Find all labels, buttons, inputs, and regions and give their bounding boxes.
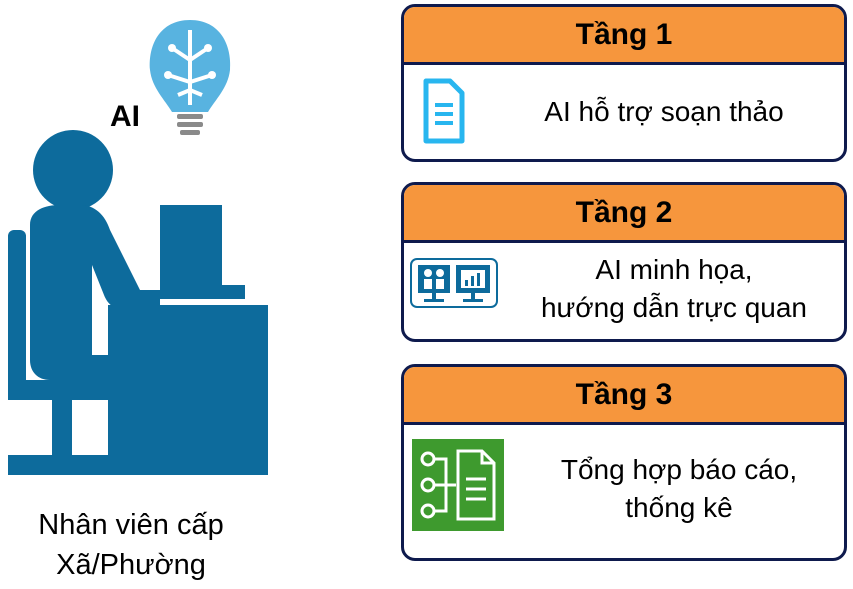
report-flow-icon <box>412 439 504 531</box>
person-illustration: AI Nhân viên cấp Xã/Phường <box>0 0 270 589</box>
tier-2-text-line: hướng dẫn trực quan <box>540 292 807 323</box>
ai-brain-lightbulb-icon <box>149 20 231 135</box>
tier-3-box: Tầng 3 Tổng hợp báo cáo, thống kê <box>401 364 847 561</box>
tier-3-text: Tổng hợp báo cáo, thống kê <box>514 451 844 527</box>
tier-2-text-line: AI minh họa, <box>595 254 753 285</box>
tier-3-text-line: Tổng hợp báo cáo, <box>560 454 798 485</box>
tier-2-box: Tầng 2 AI minh họa, hướng dẫn trực quan <box>401 182 847 342</box>
person-caption: Nhân viên cấp Xã/Phường <box>0 505 262 585</box>
tier-3-title: Tầng 3 <box>404 367 844 425</box>
tier-3-text-line: thống kê <box>625 492 733 523</box>
tier-1-text: AI hỗ trợ soạn thảo <box>544 96 784 127</box>
ai-label: AI <box>110 100 140 133</box>
tier-1-body: AI hỗ trợ soạn thảo <box>404 65 844 159</box>
worker-at-desk-icon <box>8 130 268 475</box>
presentation-icon <box>410 258 498 308</box>
person-caption-line: Nhân viên cấp <box>38 509 224 541</box>
tier-1-title: Tầng 1 <box>404 7 844 65</box>
tier-2-title: Tầng 2 <box>404 185 844 243</box>
tier-2-body: AI minh họa, hướng dẫn trực quan <box>404 243 844 339</box>
document-icon <box>423 78 465 144</box>
tier-1-box: Tầng 1 AI hỗ trợ soạn thảo <box>401 4 847 162</box>
office-worker-icon <box>8 20 268 475</box>
tier-3-body: Tổng hợp báo cáo, thống kê <box>404 425 844 558</box>
person-caption-line: Xã/Phường <box>56 549 206 581</box>
tier-2-text: AI minh họa, hướng dẫn trực quan <box>504 251 844 327</box>
